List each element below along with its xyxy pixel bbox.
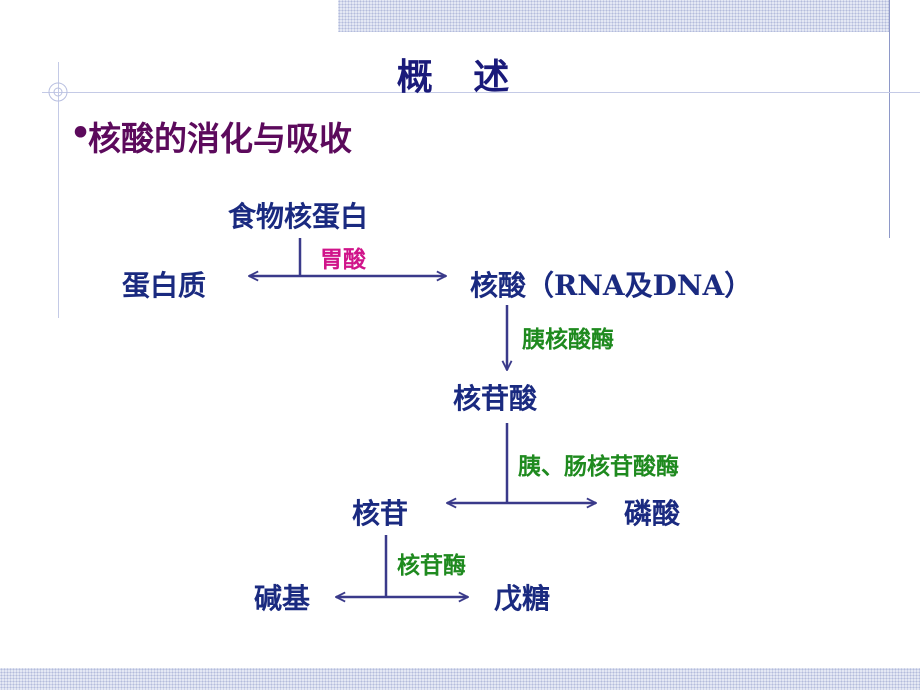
enzyme-pancreatic-nuclease: 胰核酸酶 xyxy=(522,326,614,353)
left-vertical-rule xyxy=(58,62,59,318)
node-base: 碱基 xyxy=(254,582,311,615)
node-phosphate: 磷酸 xyxy=(624,497,681,530)
node-nucleoside: 核苷 xyxy=(352,497,409,530)
right-vertical-rule xyxy=(889,0,890,238)
node-protein: 蛋白质 xyxy=(122,269,207,302)
slide-subtitle: 核酸的消化与吸收 xyxy=(88,119,352,158)
node-pentose: 戊糖 xyxy=(494,582,551,615)
node-nucleotide: 核苷酸 xyxy=(453,382,538,415)
node-food-nucleoprotein: 食物核蛋白 xyxy=(228,200,369,233)
enzyme-nucleotidase: 胰、肠核苷酸酶 xyxy=(518,453,679,480)
horizontal-rule xyxy=(42,92,920,93)
bottom-decorative-band xyxy=(0,668,920,690)
node-nucleic-acid: 核酸（RNA及DNA） xyxy=(470,269,753,302)
enzyme-nucleosidase: 核苷酶 xyxy=(397,552,466,579)
top-decorative-band xyxy=(338,0,890,32)
enzyme-gastric-acid: 胃酸 xyxy=(320,246,366,273)
bullet-dot: • xyxy=(70,113,92,152)
slide-title: 概 述 xyxy=(396,56,524,98)
